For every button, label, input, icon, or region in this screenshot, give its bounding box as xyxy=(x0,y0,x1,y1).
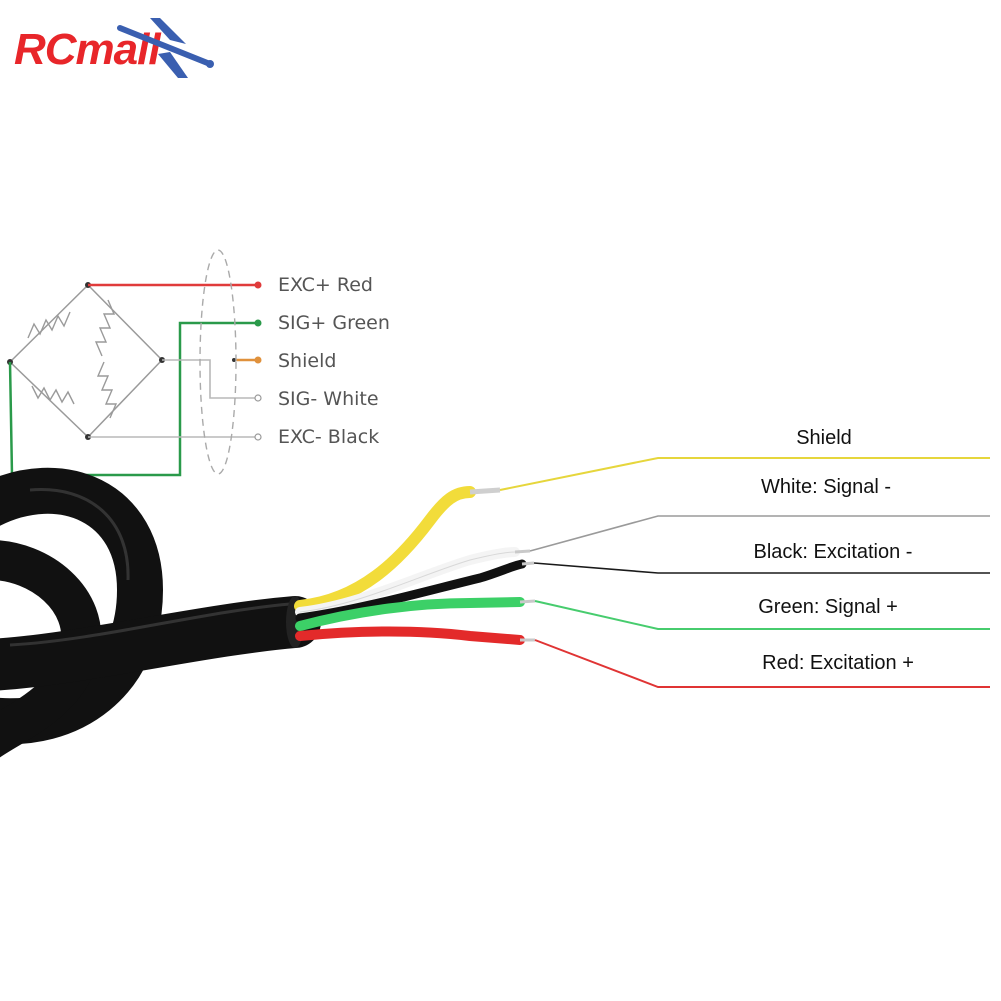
leader-white xyxy=(529,515,990,552)
red-wire xyxy=(295,626,525,645)
logo-text: RCmall xyxy=(14,25,161,74)
sig-minus-wire xyxy=(162,359,258,399)
leader-black xyxy=(533,562,990,574)
wire-label-black: Black: Excitation - xyxy=(754,541,913,563)
green-wire xyxy=(295,597,525,631)
wire-label-green: Green: Signal + xyxy=(758,596,898,618)
schem-label-exc-minus: EXC- Black xyxy=(278,426,379,448)
schem-label-shield: Shield xyxy=(278,350,336,372)
cable-highlight xyxy=(9,488,291,647)
wire-label-red: Red: Excitation + xyxy=(762,652,914,674)
leader-green xyxy=(534,600,990,630)
bridge-schematic: EXC+ Red SIG+ Green Shield SIG- White EX… xyxy=(7,249,390,477)
cable-coil xyxy=(0,467,321,758)
cable-photo: Shield White: Signal - Black: Excitation… xyxy=(0,427,990,758)
leader-red xyxy=(534,639,990,688)
resistor-icons xyxy=(27,299,118,419)
sig-plus-wire xyxy=(8,321,258,477)
wire-label-white: White: Signal - xyxy=(761,476,891,498)
bridge-nodes xyxy=(7,282,165,440)
schem-label-exc-plus: EXC+ Red xyxy=(278,274,373,296)
leader-shield xyxy=(499,457,990,491)
yellow-shield-wire xyxy=(294,486,476,612)
shield-ellipse xyxy=(199,249,237,475)
brand-logo: RCmall xyxy=(14,18,214,78)
wire-label-shield: Shield xyxy=(796,427,852,449)
schem-label-sig-minus: SIG- White xyxy=(278,388,379,410)
wheatstone-bridge xyxy=(9,284,163,438)
airplane-icon xyxy=(117,18,214,78)
black-wire xyxy=(295,559,527,623)
schem-label-sig-plus: SIG+ Green xyxy=(278,312,390,334)
